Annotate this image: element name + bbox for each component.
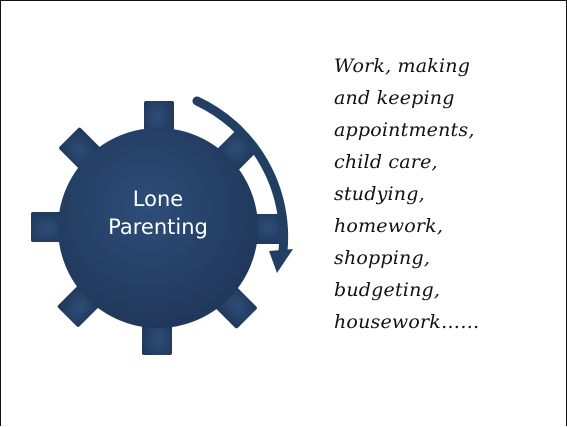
gear-label: Lone Parenting bbox=[93, 185, 223, 241]
task-item: shopping, bbox=[334, 247, 431, 269]
task-list: Work, making and keeping appointments, c… bbox=[334, 50, 559, 338]
cycle-arrow bbox=[192, 96, 289, 256]
task-item: and keeping bbox=[334, 87, 455, 109]
task-item: studying, bbox=[334, 183, 425, 205]
gear-body bbox=[58, 128, 258, 328]
cycle-arrowhead bbox=[269, 249, 293, 273]
task-item: child care, bbox=[334, 151, 438, 173]
gear-label-line1: Lone bbox=[132, 187, 184, 211]
gear-label-line2: Parenting bbox=[108, 215, 208, 239]
task-item: homework, bbox=[334, 215, 444, 237]
task-item: appointments, bbox=[334, 119, 475, 141]
task-item: budgeting, bbox=[334, 279, 441, 301]
task-item: housework…… bbox=[334, 311, 480, 333]
task-item: Work, making bbox=[334, 55, 471, 77]
